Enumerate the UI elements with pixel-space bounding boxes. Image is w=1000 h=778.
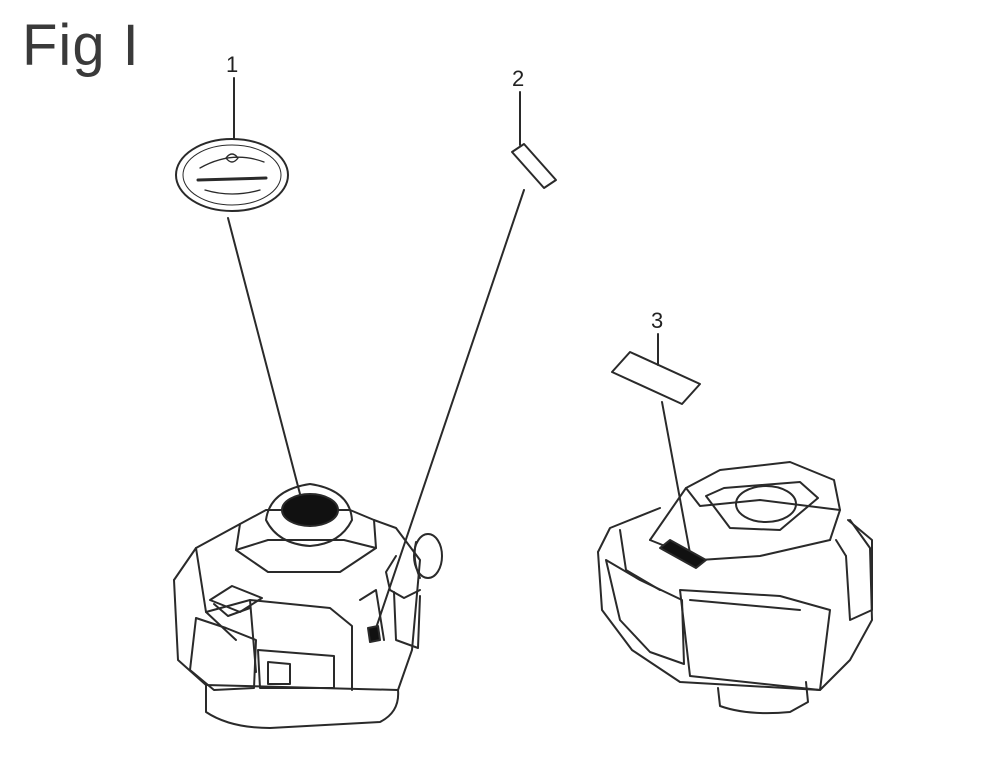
engine-right: [597, 461, 873, 715]
engine-left: [173, 483, 443, 729]
label-part-2: [511, 143, 557, 189]
decal-emblem-part-1: [175, 138, 289, 212]
figure-title: Fig I: [22, 13, 140, 78]
leader-line-2: [373, 189, 525, 635]
leader-line-1: [227, 217, 301, 495]
callout-number-1: 1: [226, 52, 239, 77]
callout-number-2: 2: [512, 66, 525, 91]
leader-line-3: [661, 401, 691, 554]
label-part-3: [611, 351, 701, 405]
callout-number-3: 3: [651, 308, 664, 333]
